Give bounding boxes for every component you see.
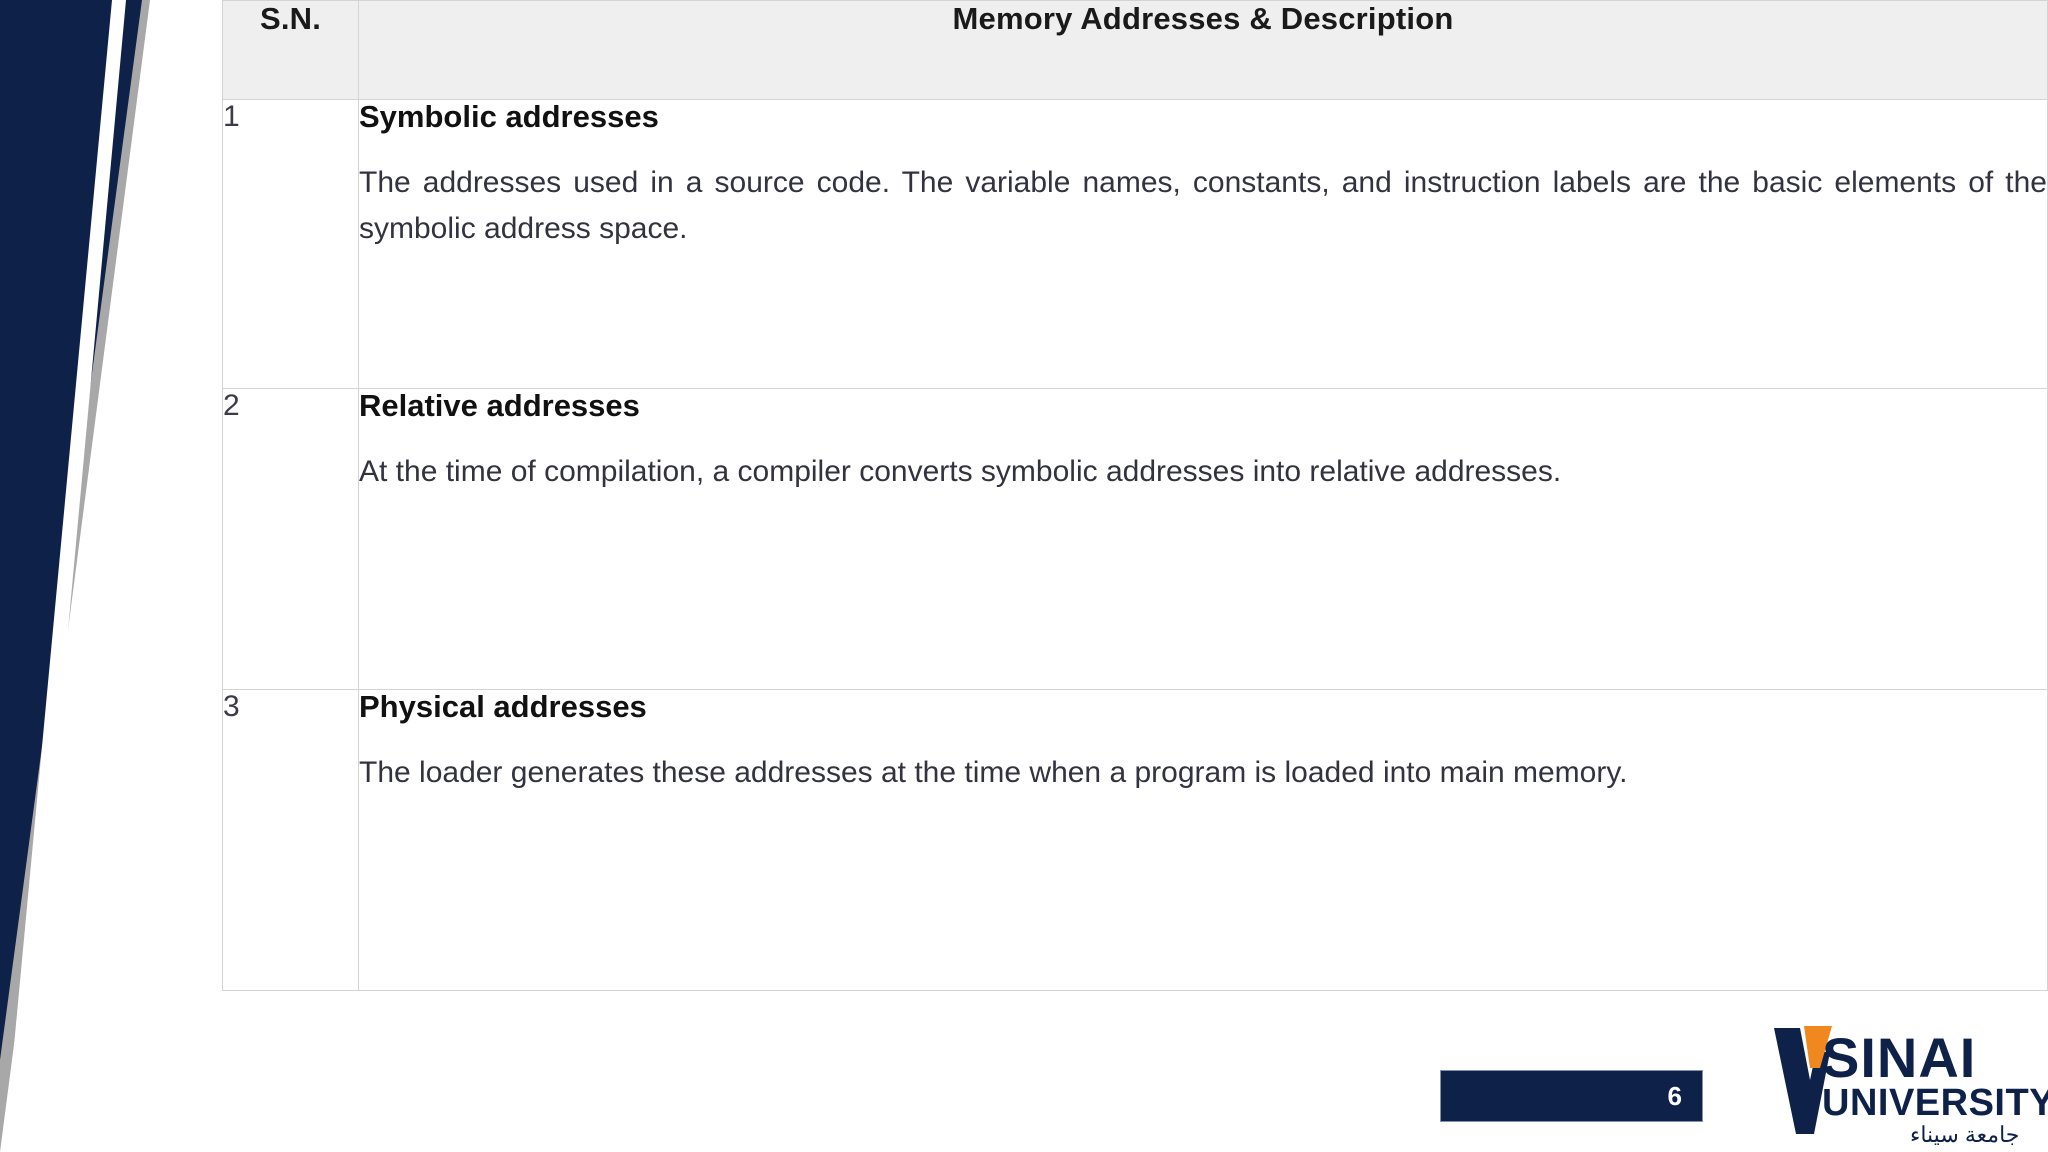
- row-title: Symbolic addresses: [359, 99, 659, 134]
- row-title: Relative addresses: [359, 388, 640, 423]
- logo-subtitle: UNIVERSITY: [1822, 1082, 2048, 1124]
- row-description-cell: Physical addresses The loader generates …: [358, 689, 2048, 991]
- row-body: The loader generates these addresses at …: [359, 756, 1628, 790]
- sinai-university-logo: SINAI UNIVERSITY جامعة سيناء: [1770, 1012, 2048, 1152]
- checkmark-icon: [1774, 1026, 1832, 1134]
- row-body: At the time of compilation, a compiler c…: [359, 455, 1562, 489]
- logo-arabic-text: جامعة سيناء: [1910, 1122, 2020, 1147]
- row-description-cell: Relative addresses At the time of compil…: [358, 388, 2048, 690]
- table-header-row: S.N. Memory Addresses & Description: [222, 0, 2048, 100]
- row-number: 2: [222, 388, 359, 690]
- row-body: The addresses used in a source code. The…: [359, 166, 2047, 245]
- table-row: 3 Physical addresses The loader generate…: [222, 689, 2048, 991]
- page-number-text: 6: [1667, 1080, 1682, 1111]
- row-number: 3: [222, 689, 359, 991]
- page-number-badge: 6: [1440, 1070, 1703, 1122]
- table-row: 1 Symbolic addresses The addresses used …: [222, 99, 2048, 389]
- column-header-sn: S.N.: [222, 0, 359, 100]
- slide-decoration: [0, 0, 230, 1152]
- row-title: Physical addresses: [359, 689, 647, 724]
- column-header-description: Memory Addresses & Description: [358, 0, 2048, 100]
- table-row: 2 Relative addresses At the time of comp…: [222, 388, 2048, 690]
- row-number: 1: [222, 99, 359, 389]
- row-description-cell: Symbolic addresses The addresses used in…: [358, 99, 2048, 389]
- memory-addresses-table: S.N. Memory Addresses & Description 1 Sy…: [222, 0, 2048, 991]
- logo-name: SINAI: [1822, 1026, 1977, 1089]
